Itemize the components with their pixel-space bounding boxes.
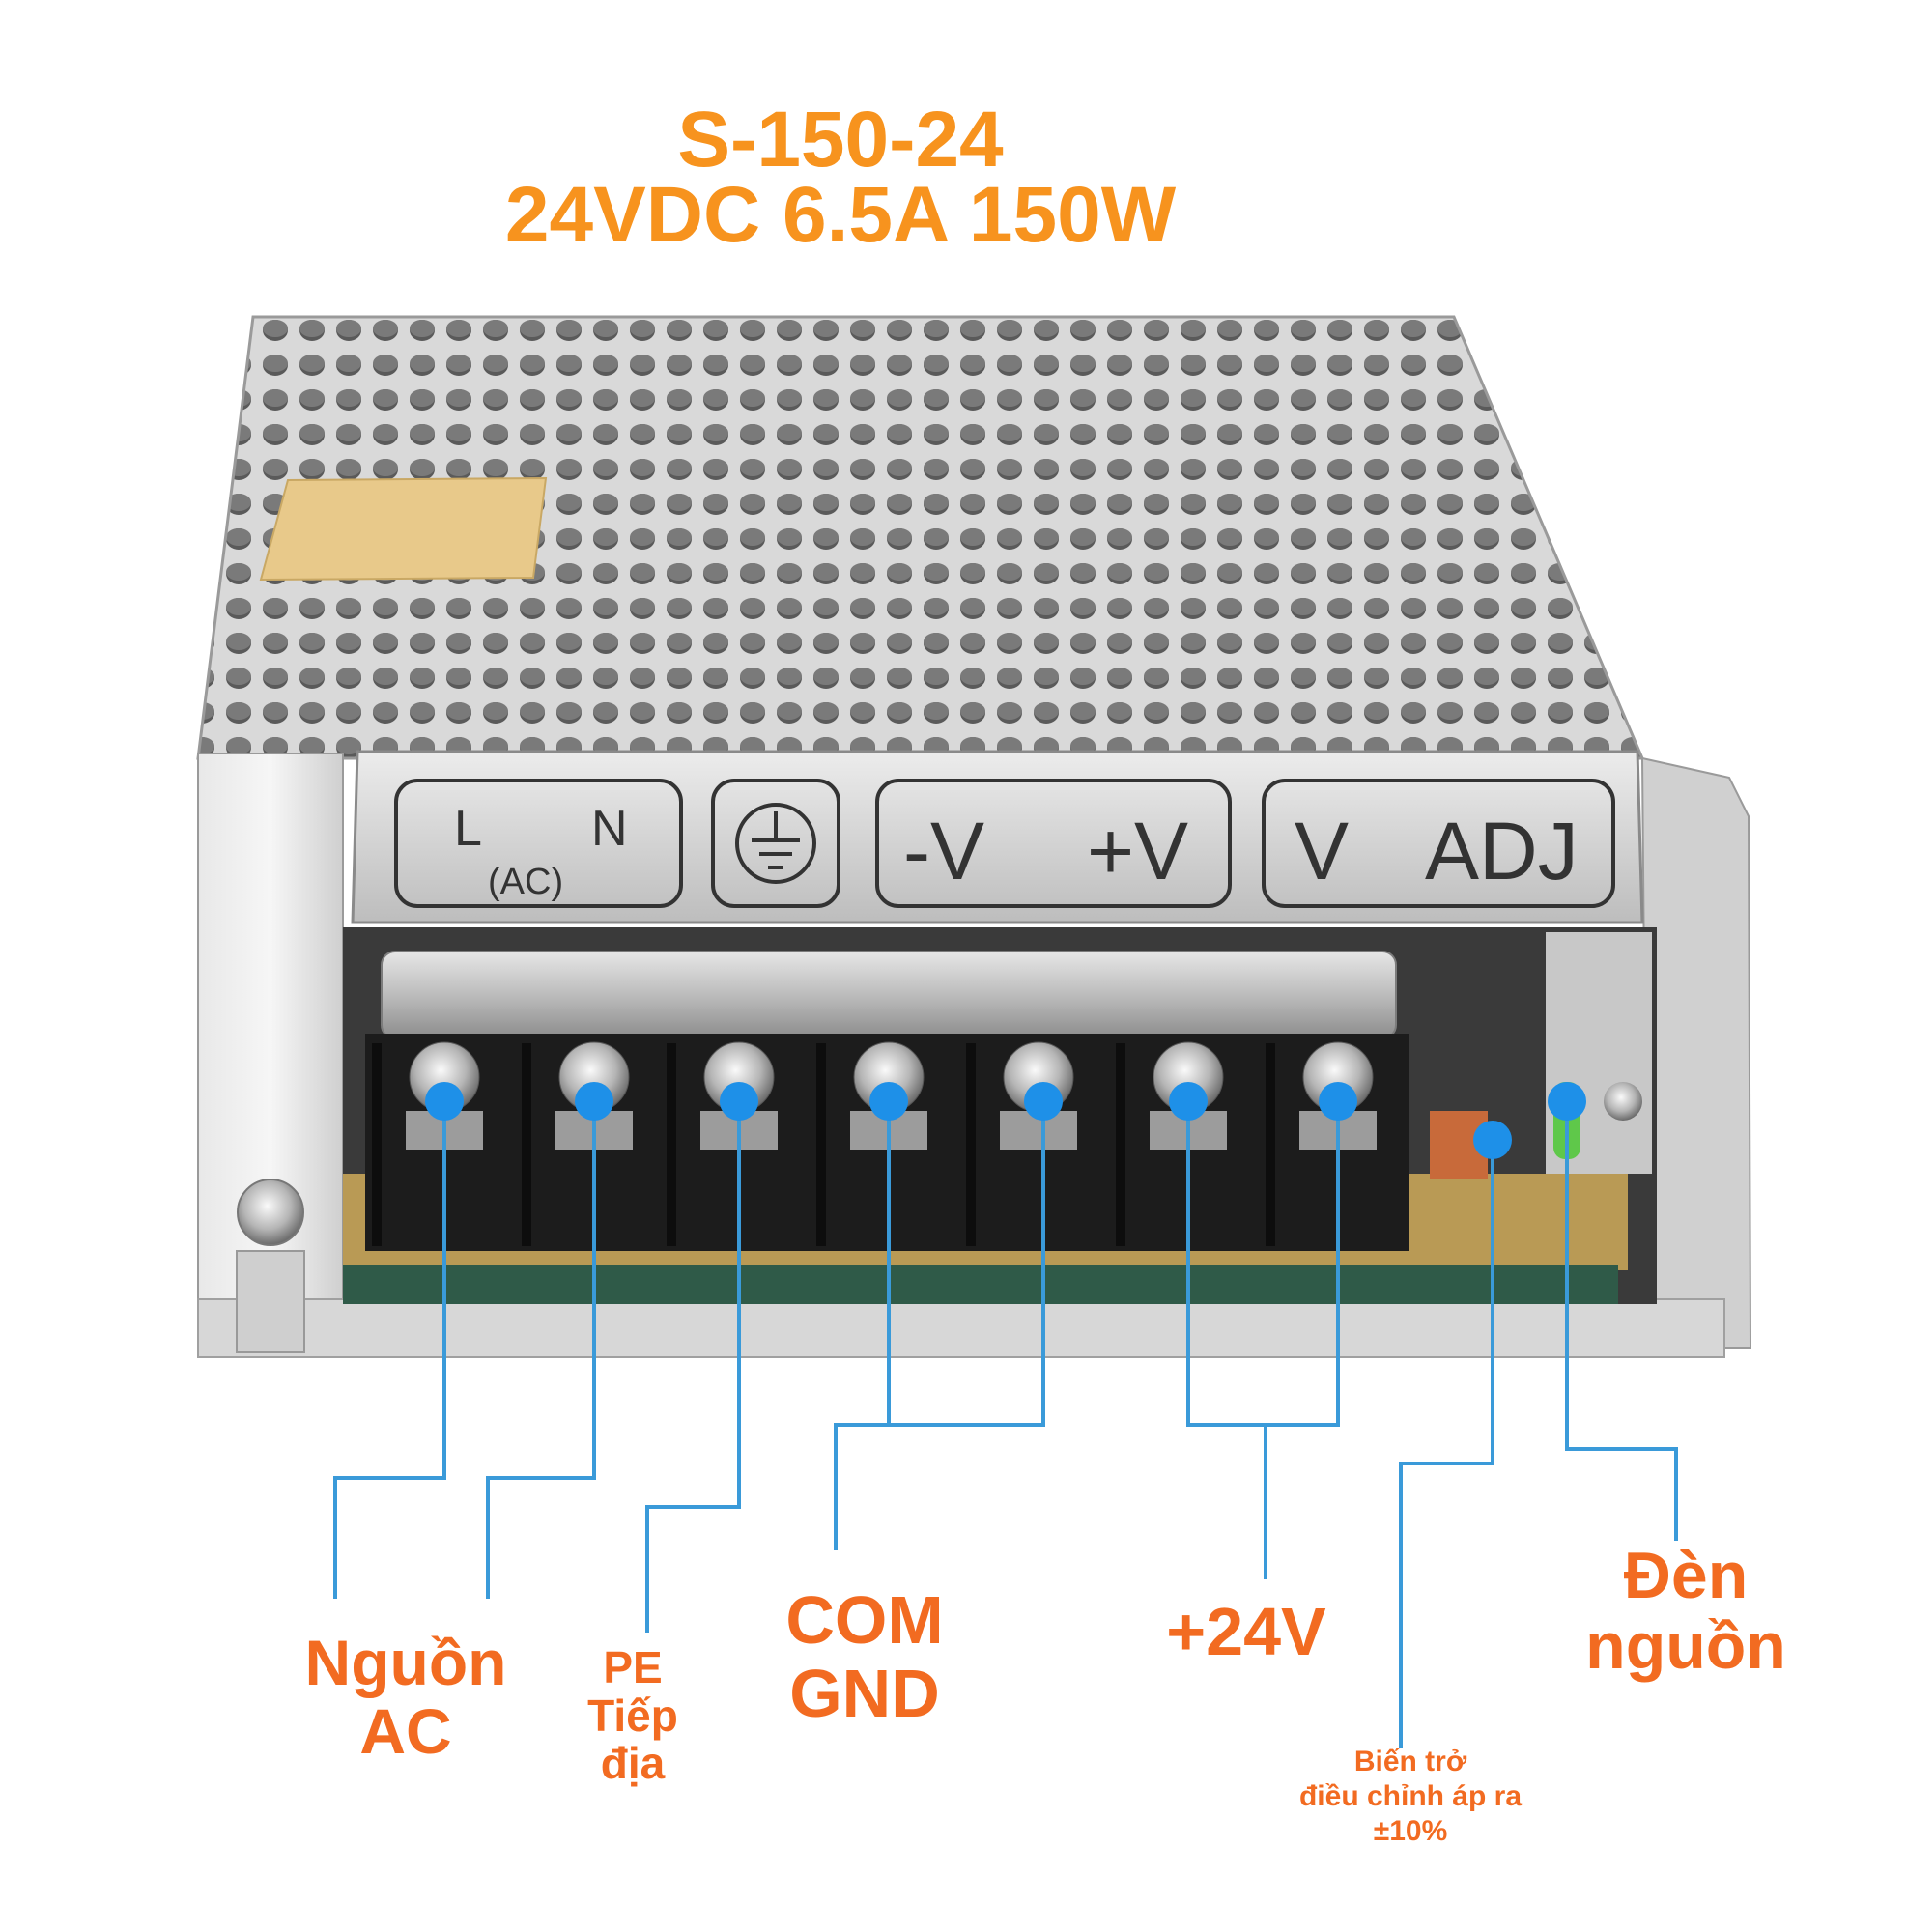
callout-com-line2: GND [789,1655,940,1731]
callout-pot-line2: điều chỉnh áp ra [1298,1780,1523,1812]
terminal-separator [1116,1043,1125,1246]
leader-line-led [1565,1101,1678,1541]
callout-com: COM GND [763,1582,966,1731]
spec-title: 24VDC 6.5A 150W [504,171,1177,259]
leader-line-ac-n [486,1101,596,1599]
callout-pe-line3: địa [600,1738,666,1789]
leader-line-ac-l [333,1101,446,1599]
terminal-separator [816,1043,826,1246]
terminal-separator [1266,1043,1275,1246]
callout-pot-line3: ±10% [1373,1815,1448,1847]
ground-box [711,779,840,908]
callout-marker [720,1082,758,1121]
output-box [875,779,1232,908]
ac-box [394,779,683,908]
callout-plus24-line1: +24V [1166,1594,1326,1669]
callout-marker [425,1082,464,1121]
leader-line-v24 [1186,1101,1340,1579]
callout-marker [1548,1082,1586,1121]
label-panel [351,750,1644,924]
callout-pe-line2: Tiếp [587,1690,678,1741]
callout-marker [1319,1082,1357,1121]
minus-v-text: -V [903,806,984,896]
callout-led: Đèn nguồn [1555,1539,1816,1684]
terminal-separator [522,1043,531,1246]
callout-marker [575,1082,613,1121]
terminal-separator [372,1043,382,1246]
ac-sub-text: (AC) [488,862,563,902]
vadj-box [1262,779,1615,908]
callout-pe: PE Tiếp địa [570,1642,696,1789]
ac-l-text: L [454,801,482,857]
chassis-screw [237,1179,304,1246]
chassis-bottom [197,1298,1725,1358]
callout-led-line1: Đèn [1623,1539,1749,1612]
terminal-separator [966,1043,976,1246]
callout-pe-line1: PE [603,1642,663,1692]
led-screw [1604,1082,1642,1121]
terminal-cover [381,951,1397,1039]
model-title: S-150-24 [677,96,1004,184]
vadj-adj-text: ADJ [1425,806,1579,896]
callout-marker [1169,1082,1208,1121]
callout-marker [869,1082,908,1121]
leader-line-com [834,1101,1045,1550]
terminal-separator [667,1043,676,1246]
vadj-v-text: V [1295,806,1349,896]
callout-pot-line1: Biến trở [1353,1746,1467,1777]
callout-plus24: +24V [1130,1594,1362,1669]
label-sticker [259,476,548,582]
callout-pot: Biến trở điều chỉnh áp ra ±10% [1256,1745,1565,1849]
callout-ac: Nguồn AC [280,1627,531,1768]
callout-ac-line2: AC [359,1695,452,1768]
leader-line-pot [1399,1140,1494,1748]
leader-line-pe [645,1101,741,1633]
ac-n-text: N [591,801,628,857]
callout-led-line2: nguồn [1585,1609,1786,1684]
callout-com-line1: COM [785,1582,944,1658]
callout-marker [1024,1082,1063,1121]
ground-icon [735,803,816,884]
callout-marker [1473,1121,1512,1159]
chassis-right-side [1640,756,1752,1349]
plus-v-text: +V [1087,806,1188,896]
callout-ac-line1: Nguồn [304,1627,507,1698]
